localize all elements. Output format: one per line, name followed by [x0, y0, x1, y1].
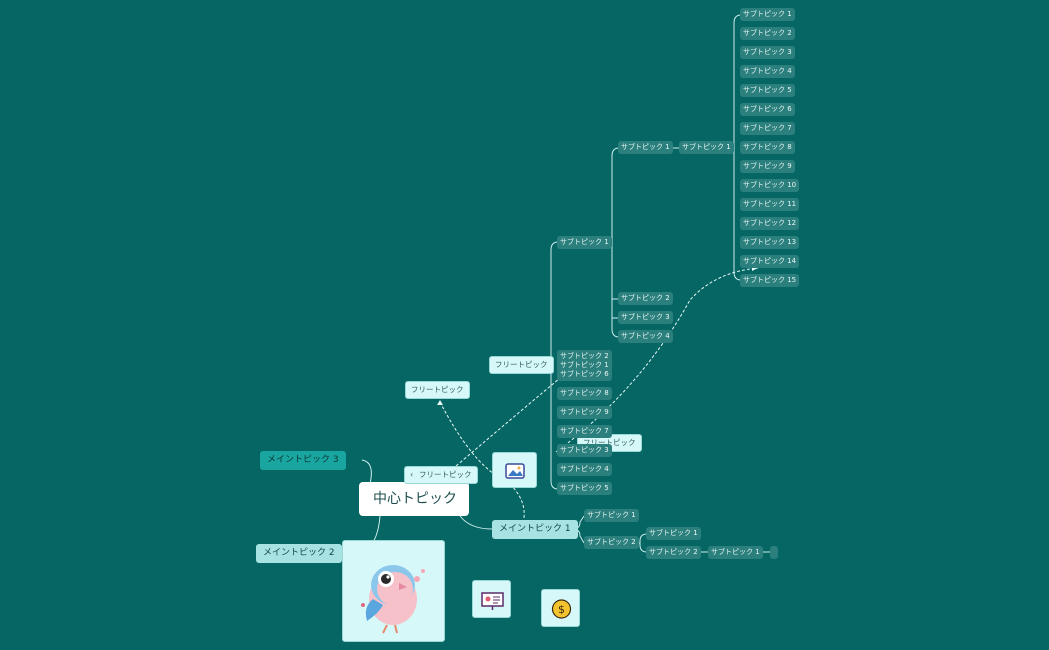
- central-topic[interactable]: 中心トピック: [359, 482, 469, 516]
- main-topic-1[interactable]: メイントピック 1: [492, 520, 578, 539]
- subtopic[interactable]: サブトピック 3: [557, 444, 612, 457]
- dollar-coin-icon: $: [551, 599, 572, 619]
- floating-topic[interactable]: ‹ フリートピック: [404, 466, 478, 484]
- floating-topic[interactable]: フリートピック: [405, 381, 470, 399]
- subtopic[interactable]: サブトピック 1: [740, 8, 795, 21]
- subtopic[interactable]: サブトピック 3: [740, 46, 795, 59]
- svg-text:$: $: [558, 603, 565, 616]
- subtopic[interactable]: サブトピック 9: [740, 160, 795, 173]
- subtopic[interactable]: サブトピック 6: [740, 103, 795, 116]
- subtopic[interactable]: サブトピック 13: [740, 236, 800, 249]
- collapse-chevron-icon[interactable]: ‹: [410, 470, 414, 479]
- subtopic[interactable]: サブトピック 4: [557, 463, 612, 476]
- subtopic[interactable]: サブトピック 1: [679, 141, 734, 154]
- bird-sticker-icon: [361, 565, 425, 634]
- presentation-topic[interactable]: [472, 580, 511, 618]
- image-icon: [505, 463, 525, 479]
- main-topic-2[interactable]: メイントピック 2: [256, 544, 342, 563]
- main-topic-3[interactable]: メイントピック 3: [260, 451, 346, 470]
- dollar-topic[interactable]: $: [541, 589, 580, 627]
- subtopic[interactable]: サブトピック 6: [557, 368, 612, 381]
- floating-topic[interactable]: フリートピック: [489, 356, 554, 374]
- subtopic[interactable]: サブトピック 2: [584, 536, 639, 549]
- presentation-icon: [481, 592, 504, 610]
- subtopic[interactable]: サブトピック 4: [740, 65, 795, 78]
- subtopic[interactable]: サブトピック 1: [708, 546, 763, 559]
- subtopic[interactable]: サブトピック 7: [557, 425, 612, 438]
- subtopic[interactable]: サブトピック 5: [740, 84, 795, 97]
- subtopic[interactable]: サブトピック 3: [618, 311, 673, 324]
- subtopic[interactable]: サブトピック 14: [740, 255, 800, 268]
- image-topic[interactable]: [492, 452, 537, 488]
- subtopic[interactable]: サブトピック 4: [618, 330, 673, 343]
- empty-subtopic[interactable]: [770, 546, 778, 559]
- subtopic[interactable]: サブトピック 5: [557, 482, 612, 495]
- subtopic[interactable]: サブトピック 8: [740, 141, 795, 154]
- subtopic[interactable]: サブトピック 1: [557, 236, 612, 249]
- subtopic[interactable]: サブトピック 7: [740, 122, 795, 135]
- subtopic[interactable]: サブトピック 11: [740, 198, 800, 211]
- subtopic[interactable]: サブトピック 12: [740, 217, 800, 230]
- subtopic[interactable]: サブトピック 9: [557, 406, 612, 419]
- subtopic[interactable]: サブトピック 1: [618, 141, 673, 154]
- subtopic[interactable]: サブトピック 15: [740, 274, 800, 287]
- subtopic[interactable]: サブトピック 8: [557, 387, 612, 400]
- subtopic[interactable]: サブトピック 2: [646, 546, 701, 559]
- subtopic[interactable]: サブトピック 2: [618, 292, 673, 305]
- subtopic[interactable]: サブトピック 1: [646, 527, 701, 540]
- subtopic[interactable]: サブトピック 1: [584, 509, 639, 522]
- bird-sticker-image[interactable]: [342, 540, 445, 642]
- subtopic[interactable]: サブトピック 10: [740, 179, 800, 192]
- subtopic[interactable]: サブトピック 2: [740, 27, 795, 40]
- floating-topic-label: フリートピック: [419, 470, 472, 479]
